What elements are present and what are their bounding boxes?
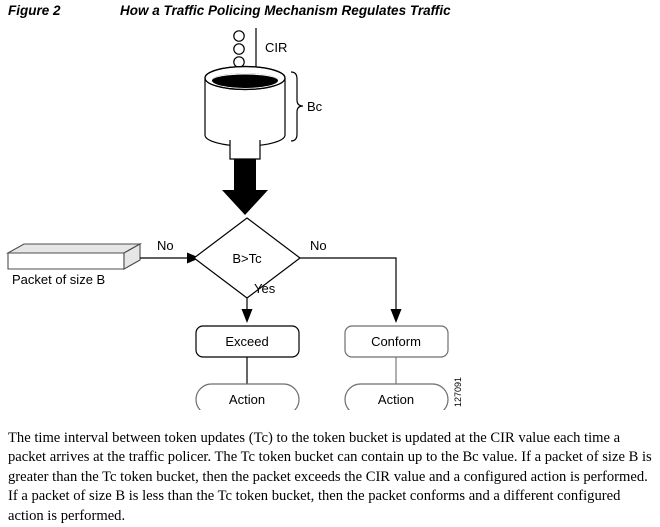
decision-label: B>Tc (232, 251, 262, 266)
action-exceed-pill (195, 383, 300, 410)
edge-decision-to-conform (300, 257, 402, 323)
body-paragraph: The time interval between token updates … (8, 429, 652, 524)
conform-label: Conform (371, 334, 421, 349)
edge-decision-to-exceed (241, 298, 253, 323)
packet-shape (5, 243, 143, 270)
action-conform-pill (344, 383, 449, 410)
figure-title: How a Traffic Policing Mechanism Regulat… (120, 3, 451, 18)
figure-caption: Figure 2 How a Traffic Policing Mechanism… (8, 3, 652, 23)
bc-label: Bc (307, 99, 323, 114)
bc-brace-icon (290, 71, 304, 142)
edge-label-yes: Yes (254, 281, 276, 296)
token-bucket-icon (204, 65, 286, 147)
action-conform-label: Action (378, 392, 414, 407)
edge-label-no-left: No (157, 238, 174, 253)
policed-traffic-arrow-icon (222, 159, 268, 215)
edge-packet-to-decision (140, 252, 200, 264)
bucket-spout-icon (229, 140, 261, 160)
action-exceed-label: Action (229, 392, 265, 407)
exceed-label: Exceed (225, 334, 268, 349)
traffic-policing-flow-diagram: CIR Bc (0, 22, 660, 410)
packet-label: Packet of size B (12, 272, 105, 287)
edge-label-no-right: No (310, 238, 327, 253)
figure-watermark-id: 127091 (453, 377, 463, 407)
cir-label: CIR (265, 40, 287, 55)
figure-label: Figure 2 (8, 3, 61, 18)
